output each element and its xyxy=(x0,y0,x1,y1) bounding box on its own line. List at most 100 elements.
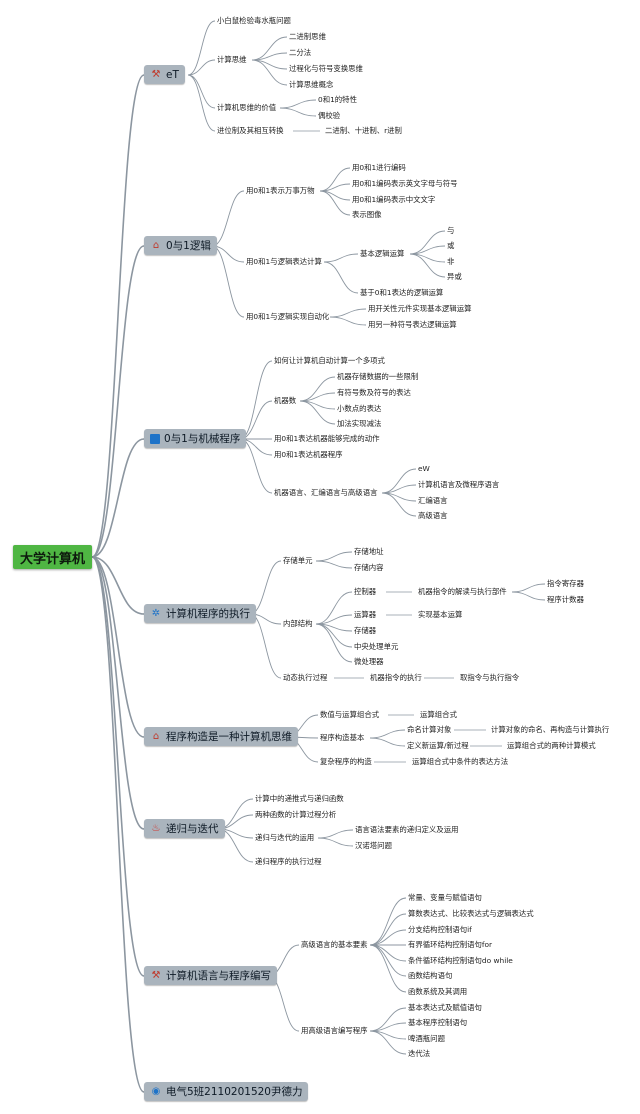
leaf[interactable]: 指令寄存器 xyxy=(547,579,584,588)
subtopic[interactable]: 用0和1表示万事万物 xyxy=(246,186,315,195)
topic-node-binary-programs[interactable]: 0与1与机械程序 xyxy=(144,429,247,448)
subtopic[interactable]: 程序构造基本 xyxy=(320,733,365,742)
subtopic[interactable]: 命名计算对象 xyxy=(407,725,452,734)
leaf[interactable]: 汇编语言 xyxy=(418,496,448,505)
subtopic[interactable]: 小白鼠检验毒水瓶问题 xyxy=(217,16,291,25)
leaf[interactable]: 二分法 xyxy=(289,48,312,57)
leaf[interactable]: 有界循环结构控制语句for xyxy=(408,940,493,949)
leaf[interactable]: 用另一种符号表达逻辑运算 xyxy=(368,320,457,329)
leaf[interactable]: 运算组合式中条件的表达方法 xyxy=(412,757,509,766)
leaf[interactable]: 偶校验 xyxy=(318,111,341,120)
topic-node-binary-logic[interactable]: ⌂ 0与1逻辑 xyxy=(144,236,217,255)
leaf[interactable]: 函数结构语句 xyxy=(408,971,453,980)
leaf[interactable]: 过程化与符号变换思维 xyxy=(289,64,363,73)
leaf[interactable]: 分支结构控制语句if xyxy=(408,925,472,934)
leaf[interactable]: 0和1的特性 xyxy=(318,95,357,104)
leaf[interactable]: 非 xyxy=(447,257,455,266)
leaf[interactable]: 程序计数器 xyxy=(547,595,584,604)
topic-label: 计算机语言与程序编写 xyxy=(166,970,271,982)
leaf[interactable]: 算数表达式、比较表达式与逻辑表达式 xyxy=(408,909,534,918)
leaf[interactable]: 运算组合式 xyxy=(420,710,457,719)
leaf[interactable]: 基于0和1表达的逻辑运算 xyxy=(360,288,444,297)
leaf[interactable]: 用开关性元件实现基本逻辑运算 xyxy=(368,304,472,313)
leaf[interactable]: 计算机语言及微程序语言 xyxy=(418,480,500,489)
subtopic[interactable]: 高级语言的基本要素 xyxy=(301,940,368,949)
leaf[interactable]: 函数系统及其调用 xyxy=(408,987,468,996)
leaf[interactable]: 小数点的表达 xyxy=(337,404,382,413)
subtopic[interactable]: 进位制及其相互转换 xyxy=(217,126,284,135)
leaf[interactable]: 存储器 xyxy=(354,626,377,635)
subtopic[interactable]: 内部结构 xyxy=(283,619,313,628)
leaf[interactable]: 有符号数及符号的表达 xyxy=(337,388,411,397)
subtopic[interactable]: 运算器 xyxy=(354,610,377,619)
leaf[interactable]: 机器存储数据的一些限制 xyxy=(337,372,419,381)
leaf[interactable]: 异或 xyxy=(447,272,462,281)
subtopic[interactable]: 控制器 xyxy=(354,587,377,596)
root-node[interactable]: 大学计算机 xyxy=(13,545,92,569)
leaf[interactable]: 用0和1编码表示中文文字 xyxy=(352,195,436,204)
leaf[interactable]: 用0和1编码表示英文字母与符号 xyxy=(352,179,458,188)
subtopic[interactable]: 机器数 xyxy=(274,396,297,405)
leaf[interactable]: 中央处理单元 xyxy=(354,642,399,651)
subtopic[interactable]: 计算思维 xyxy=(217,55,247,64)
subtopic[interactable]: 基本逻辑运算 xyxy=(360,249,405,258)
subtopic[interactable]: 计算机思维的价值 xyxy=(217,103,277,112)
leaf[interactable]: 与 xyxy=(447,226,455,235)
leaf[interactable]: 条件循环结构控制语句do while xyxy=(408,956,513,965)
leaf[interactable]: 计算对象的命名、再构造与计算执行 xyxy=(491,725,610,734)
subtopic[interactable]: 递归与迭代的运用 xyxy=(255,833,315,842)
subtopic[interactable]: 计算中的递推式与递归函数 xyxy=(255,794,344,803)
subtopic[interactable]: 如何让计算机自动计算一个多项式 xyxy=(274,356,385,365)
topic-label: 0与1逻辑 xyxy=(166,240,211,252)
leaf[interactable]: 实现基本运算 xyxy=(418,610,463,619)
topic-node-author[interactable]: ◉ 电气5班2110201520尹德力 xyxy=(144,1082,309,1101)
leaf[interactable]: eW xyxy=(418,464,430,473)
leaf[interactable]: 常量、变量与赋值语句 xyxy=(408,893,482,902)
topic-node-languages[interactable]: ⚒ 计算机语言与程序编写 xyxy=(144,966,277,985)
topic-label: 0与1与机械程序 xyxy=(164,433,241,445)
subtopic[interactable]: 数值与运算组合式 xyxy=(320,710,380,719)
leaf[interactable]: 高级语言 xyxy=(418,511,448,520)
leaf[interactable]: 语言语法要素的递归定义及运用 xyxy=(355,825,459,834)
subtopic[interactable]: 用高级语言编写程序 xyxy=(301,1026,368,1035)
subtopic[interactable]: 用0和1与逻辑实现自动化 xyxy=(246,312,330,321)
subtopic[interactable]: 机器指令的执行 xyxy=(370,673,422,682)
tools-icon: ⚒ xyxy=(151,68,161,80)
subtopic[interactable]: 用0和1表达机器程序 xyxy=(274,450,343,459)
house-icon: ⌂ xyxy=(152,730,160,742)
subtopic[interactable]: 复杂程序的构造 xyxy=(320,757,372,766)
gear-icon: ✲ xyxy=(151,607,161,619)
topic-node-recursion[interactable]: ♨ 递归与迭代 xyxy=(144,819,225,838)
leaf[interactable]: 基本程序控制语句 xyxy=(408,1018,468,1027)
leaf[interactable]: 或 xyxy=(447,241,455,250)
subtopic[interactable]: 用0和1与逻辑表达计算 xyxy=(246,257,322,266)
leaf[interactable]: 表示图像 xyxy=(352,210,382,219)
subtopic[interactable]: 机器指令的解读与执行部件 xyxy=(418,587,507,596)
leaf[interactable]: 用0和1进行编码 xyxy=(352,163,406,172)
leaf[interactable]: 二进制思维 xyxy=(289,32,326,41)
leaf[interactable]: 计算思维概念 xyxy=(289,80,334,89)
topic-node-program-execution[interactable]: ✲ 计算机程序的执行 xyxy=(144,604,256,623)
leaf[interactable]: 汉诺塔问题 xyxy=(355,841,392,850)
leaf[interactable]: 加法实现减法 xyxy=(337,419,382,428)
leaf[interactable]: 微处理器 xyxy=(354,657,384,666)
subtopic[interactable]: 两种函数的计算过程分析 xyxy=(255,810,337,819)
leaf[interactable]: 存储内容 xyxy=(354,563,384,572)
leaf[interactable]: 存储地址 xyxy=(354,547,384,556)
subtopic[interactable]: 定义新运算/新过程 xyxy=(407,741,469,750)
leaf[interactable]: 基本表达式及赋值语句 xyxy=(408,1003,482,1012)
tools-icon: ⚒ xyxy=(151,969,161,981)
topic-node-program-construction[interactable]: ⌂ 程序构造是一种计算机思维 xyxy=(144,727,298,746)
subtopic[interactable]: 递归程序的执行过程 xyxy=(255,857,322,866)
house-icon: ⌂ xyxy=(152,239,160,251)
subtopic[interactable]: 存储单元 xyxy=(283,556,313,565)
leaf[interactable]: 二进制、十进制、r进制 xyxy=(325,126,402,135)
subtopic[interactable]: 用0和1表达机器能够完成的动作 xyxy=(274,434,380,443)
leaf[interactable]: 运算组合式的两种计算模式 xyxy=(507,741,596,750)
subtopic[interactable]: 机器语言、汇编语言与高级语言 xyxy=(274,488,378,497)
subtopic[interactable]: 动态执行过程 xyxy=(283,673,328,682)
leaf[interactable]: 取指令与执行指令 xyxy=(460,673,520,682)
leaf[interactable]: 迭代法 xyxy=(408,1049,431,1058)
leaf[interactable]: 啤酒瓶问题 xyxy=(408,1034,445,1043)
topic-node-et[interactable]: ⚒ eT xyxy=(144,65,185,84)
